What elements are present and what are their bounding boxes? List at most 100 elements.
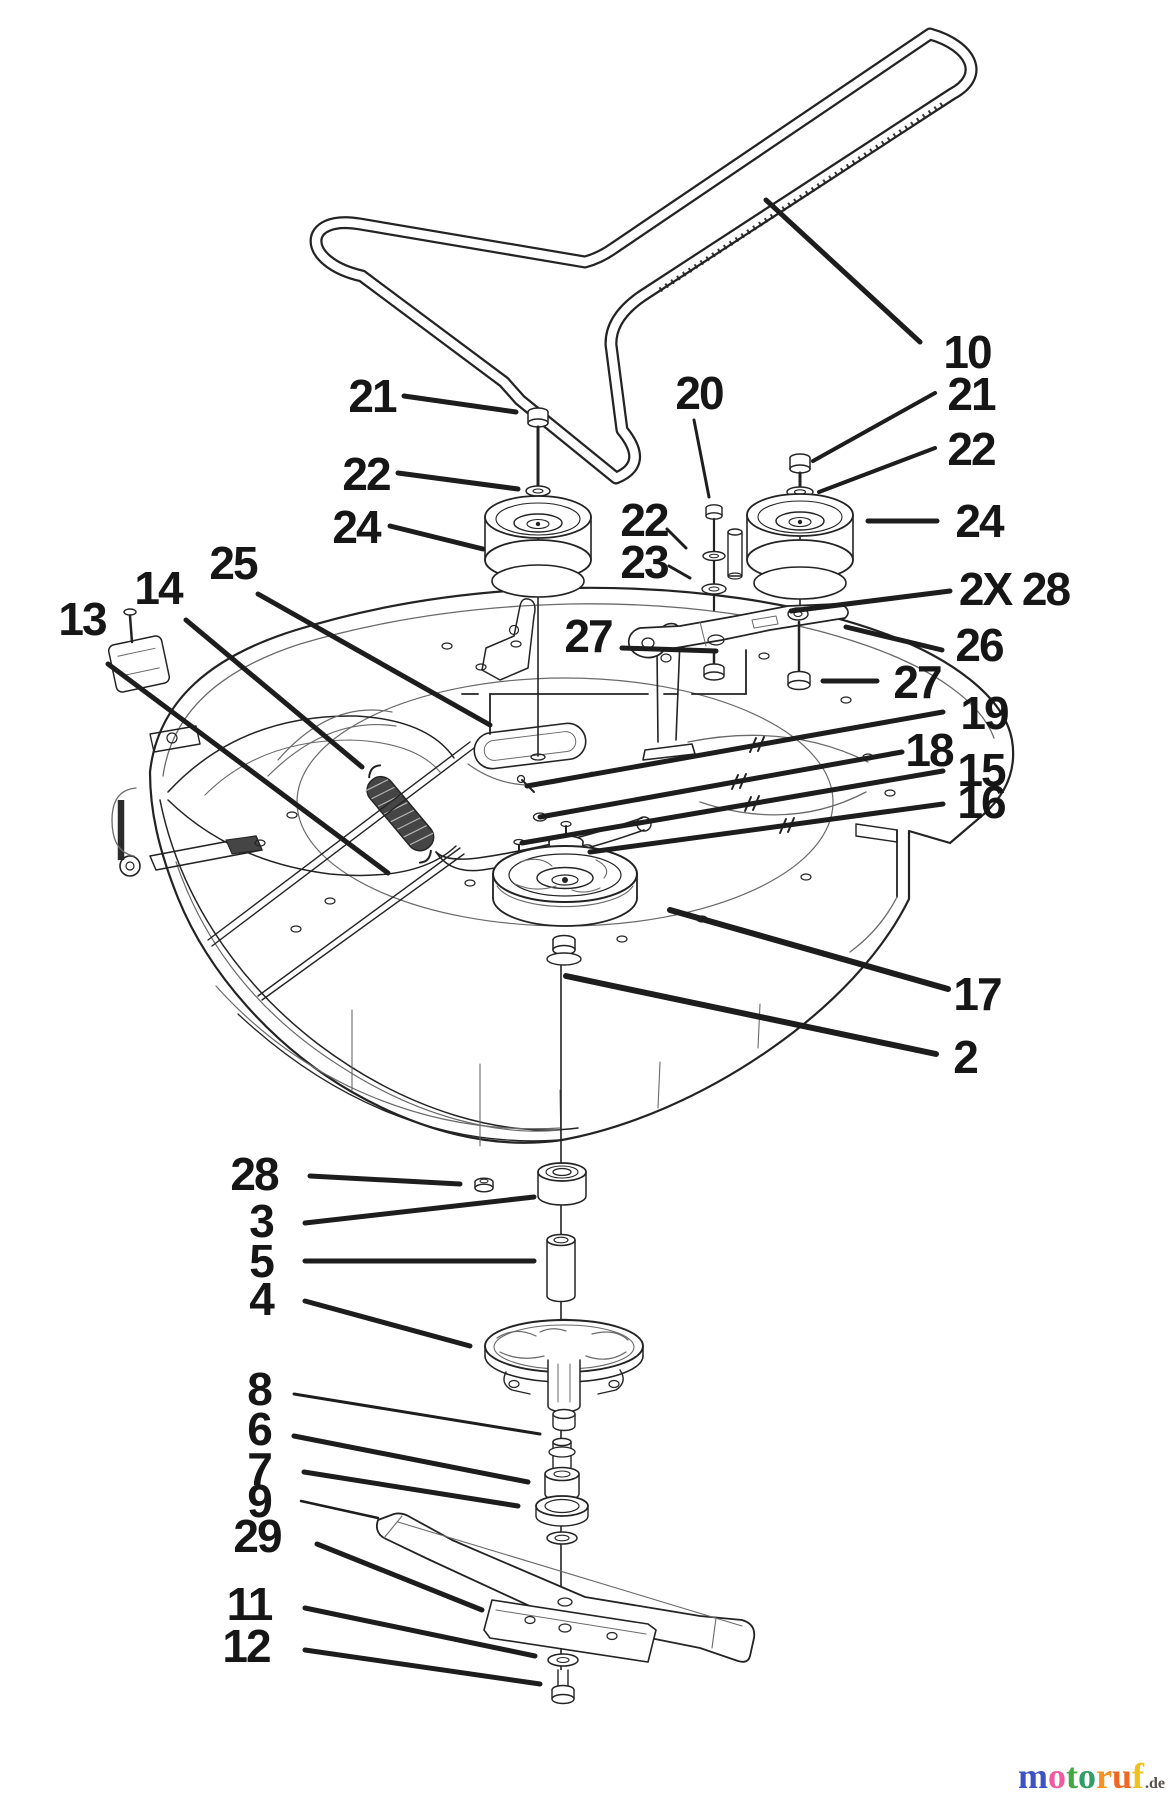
spindle-pulley — [492, 820, 638, 966]
callout-label: 26 — [955, 619, 1003, 671]
callout-label: 14 — [134, 562, 184, 614]
tension-spring — [364, 764, 435, 864]
callout-leader — [105, 661, 391, 876]
callout-leader — [302, 1298, 473, 1349]
callout-leader — [292, 1392, 542, 1436]
callout-label: 15 — [957, 744, 1006, 796]
callout-label: 22 — [947, 423, 995, 475]
callout-label: 19 — [960, 687, 1008, 739]
callout-label: 27 — [564, 610, 612, 662]
idler-right — [746, 453, 854, 600]
callout-leader — [788, 588, 953, 614]
callout-leader — [619, 645, 719, 654]
idler-washer-left — [525, 485, 551, 497]
callout-label: 22 — [342, 448, 390, 500]
callout-leader — [183, 617, 365, 770]
phantom-line — [461, 649, 747, 735]
callout-label: 21 — [348, 370, 397, 422]
callout-label: 13 — [58, 593, 106, 645]
callout-leader — [587, 801, 946, 855]
blade-drive-bolt-2 — [546, 934, 582, 966]
callout-label: 9 — [247, 1475, 271, 1527]
motoruf-logo: motoruf.de — [1018, 1758, 1165, 1794]
lift-bar — [149, 835, 263, 871]
callout-leader — [302, 1647, 543, 1687]
callout-leader — [811, 391, 937, 463]
drive-belt — [309, 27, 978, 485]
deck-bolts — [254, 640, 896, 943]
washer-7 — [535, 1495, 589, 1527]
callout-leader — [302, 1605, 538, 1659]
bolt-27-right — [787, 620, 811, 691]
callout-leader — [667, 564, 692, 580]
washer-small — [546, 1531, 578, 1545]
washer-11 — [547, 1653, 579, 1667]
logo-letter: t — [1065, 1756, 1078, 1796]
nut-28 — [474, 1177, 494, 1193]
spindle-housing-4 — [484, 1318, 644, 1432]
callout-label: 11 — [227, 1578, 273, 1630]
callout-label: 2X 28 — [959, 563, 1071, 615]
callout-leader — [299, 1499, 380, 1520]
callout-leader — [524, 709, 946, 789]
callout-label: 24 — [955, 495, 1005, 547]
callout-label: 7 — [247, 1443, 271, 1495]
logo-letter: o — [1077, 1756, 1096, 1796]
idler-pulley-right — [746, 493, 854, 600]
callout-leader — [291, 1433, 531, 1485]
callout-label: 12 — [222, 1620, 270, 1672]
bolt-27-left — [703, 648, 725, 681]
leader-jump-marks — [731, 736, 795, 834]
brake-rod — [207, 741, 475, 1001]
logo-letter: u — [1111, 1756, 1132, 1796]
callout-leader — [255, 591, 493, 728]
callout-label: 28 — [230, 1148, 279, 1200]
callout-label: 20 — [675, 367, 723, 419]
shaft-8 — [548, 1437, 576, 1473]
spacer-23 — [727, 528, 743, 580]
callout-leader — [387, 523, 486, 552]
idler-pulley-left — [484, 495, 592, 598]
callout-label: 2 — [953, 1031, 977, 1083]
bearing-3 — [537, 1162, 587, 1206]
logo-letter: f — [1132, 1756, 1144, 1796]
callout-label: 10 — [943, 326, 991, 378]
callout-leader — [302, 1194, 537, 1226]
callout-leader — [401, 393, 519, 415]
logo-letter: m — [1017, 1756, 1048, 1796]
rear-wall — [849, 823, 910, 953]
callout-leader — [817, 446, 937, 494]
callout-leader — [843, 624, 945, 653]
callout-label: 17 — [953, 968, 1001, 1020]
callout-label: 8 — [247, 1363, 272, 1415]
logo-letter: r — [1095, 1756, 1112, 1796]
idler-left — [484, 407, 592, 598]
bolt-12 — [551, 1669, 575, 1705]
logo-letter: o — [1047, 1756, 1066, 1796]
callout-leader — [667, 907, 951, 992]
callout-label: 21 — [947, 368, 996, 420]
callout-leader — [763, 197, 923, 345]
callout-leader — [563, 973, 939, 1057]
skirt-seams — [351, 1003, 761, 1147]
callout-label: 18 — [905, 724, 954, 776]
callout-label: 16 — [957, 776, 1005, 828]
idler-bolt-left — [527, 407, 549, 488]
callout-label: 6 — [247, 1403, 271, 1455]
callout-label: 23 — [620, 536, 668, 588]
callout-leader — [665, 527, 688, 550]
callout-label: 27 — [893, 656, 941, 708]
callout-leader — [692, 418, 711, 499]
callout-leader — [519, 768, 946, 846]
callout-leader — [314, 1541, 485, 1613]
belt-teeth-texture — [658, 99, 948, 293]
blade-9 — [375, 1512, 756, 1663]
callout-label: 5 — [249, 1235, 274, 1287]
logo-suffix: .de — [1145, 1775, 1165, 1792]
idler-guide-post — [475, 598, 536, 681]
callout-leader — [395, 470, 521, 492]
callout-label: 3 — [249, 1195, 273, 1247]
